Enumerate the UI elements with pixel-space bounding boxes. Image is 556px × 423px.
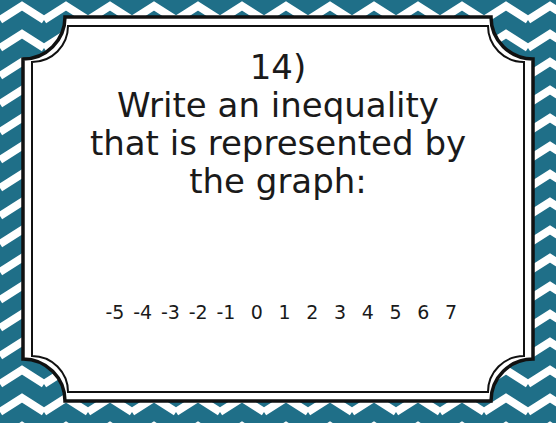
tick-label: -5: [106, 301, 125, 323]
title-frame: 14)Write an inequality that is represent…: [20, 14, 536, 404]
tick-label: 7: [445, 301, 457, 323]
tick-label: 0: [251, 301, 263, 323]
tick-label: 3: [334, 301, 346, 323]
tick-label: -4: [133, 301, 152, 323]
tick-label: -2: [189, 301, 208, 323]
tick-label: 2: [306, 301, 318, 323]
tick-label: -3: [161, 301, 180, 323]
tick-label: 6: [417, 301, 429, 323]
tick-label: 4: [362, 301, 374, 323]
question-text: Write an inequality that is represented …: [82, 86, 474, 200]
tick-label: -1: [217, 301, 236, 323]
tick-label: 1: [278, 301, 290, 323]
tick-label: 5: [389, 301, 401, 323]
question-number: 14): [178, 48, 378, 86]
